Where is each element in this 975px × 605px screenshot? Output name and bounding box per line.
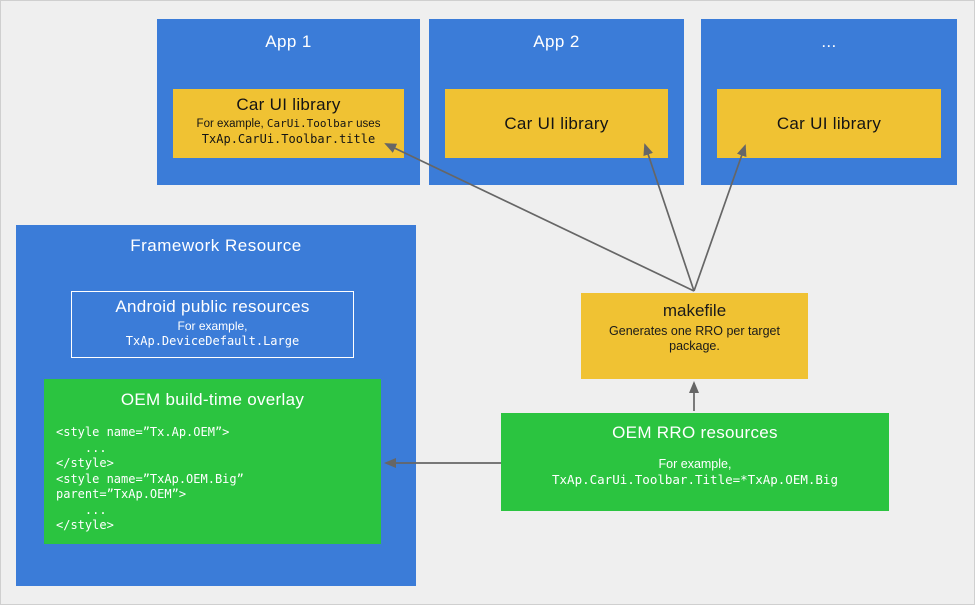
android-public-resources-title: Android public resources — [115, 297, 310, 316]
note-code: CarUi.Toolbar — [266, 117, 353, 130]
car-ui-library-example-code: TxAp.CarUi.Toolbar.title — [201, 132, 376, 146]
oem-rro-resources-box: OEM RRO resources For example, TxAp.CarU… — [501, 413, 889, 511]
app2-title: App 2 — [533, 32, 580, 51]
makefile-title: makefile — [662, 301, 727, 320]
android-public-example-code: TxAp.DeviceDefault.Large — [125, 334, 300, 348]
oem-rro-example-code: TxAp.CarUi.Toolbar.Title=*TxAp.OEM.Big — [552, 472, 838, 487]
oem-overlay-style-code: <style name=”Tx.Ap.OEM”> ... </style> <s… — [56, 425, 244, 532]
makefile-description: Generates one RRO per target package. — [609, 324, 780, 353]
oem-build-time-overlay-title: OEM build-time overlay — [120, 390, 305, 409]
app3-car-ui-library-box: Car UI library — [717, 89, 941, 158]
oem-rro-resources-title: OEM RRO resources — [612, 423, 778, 442]
oem-build-time-overlay-box: OEM build-time overlay <style name=”Tx.A… — [44, 379, 381, 544]
framework-resource-title: Framework Resource — [130, 236, 302, 255]
app1-title: App 1 — [265, 32, 312, 51]
makefile-box: makefile Generates one RRO per target pa… — [581, 293, 808, 379]
app2-box: App 2 Car UI library — [429, 19, 684, 185]
app3-title: ... — [821, 32, 837, 51]
car-ui-library-title: Car UI library — [776, 113, 882, 133]
app3-box: ... Car UI library — [701, 19, 957, 185]
oem-rro-example-label: For example, — [658, 457, 732, 471]
car-ui-library-title: Car UI library — [504, 113, 609, 133]
framework-resource-box: Framework Resource Android public resour… — [16, 225, 416, 586]
app2-car-ui-library-box: Car UI library — [445, 89, 668, 158]
car-ui-library-note: For example, CarUi.Toolbar uses — [173, 117, 404, 130]
android-public-example-label: For example, — [177, 319, 248, 333]
android-public-resources-box: Android public resources For example, Tx… — [71, 291, 354, 358]
car-ui-library-title: Car UI library — [236, 95, 341, 114]
note-suffix: uses — [352, 118, 381, 130]
note-prefix: For example, — [196, 118, 267, 130]
app1-car-ui-library-box: Car UI library For example, CarUi.Toolba… — [173, 89, 404, 158]
app1-box: App 1 Car UI library For example, CarUi.… — [157, 19, 420, 185]
